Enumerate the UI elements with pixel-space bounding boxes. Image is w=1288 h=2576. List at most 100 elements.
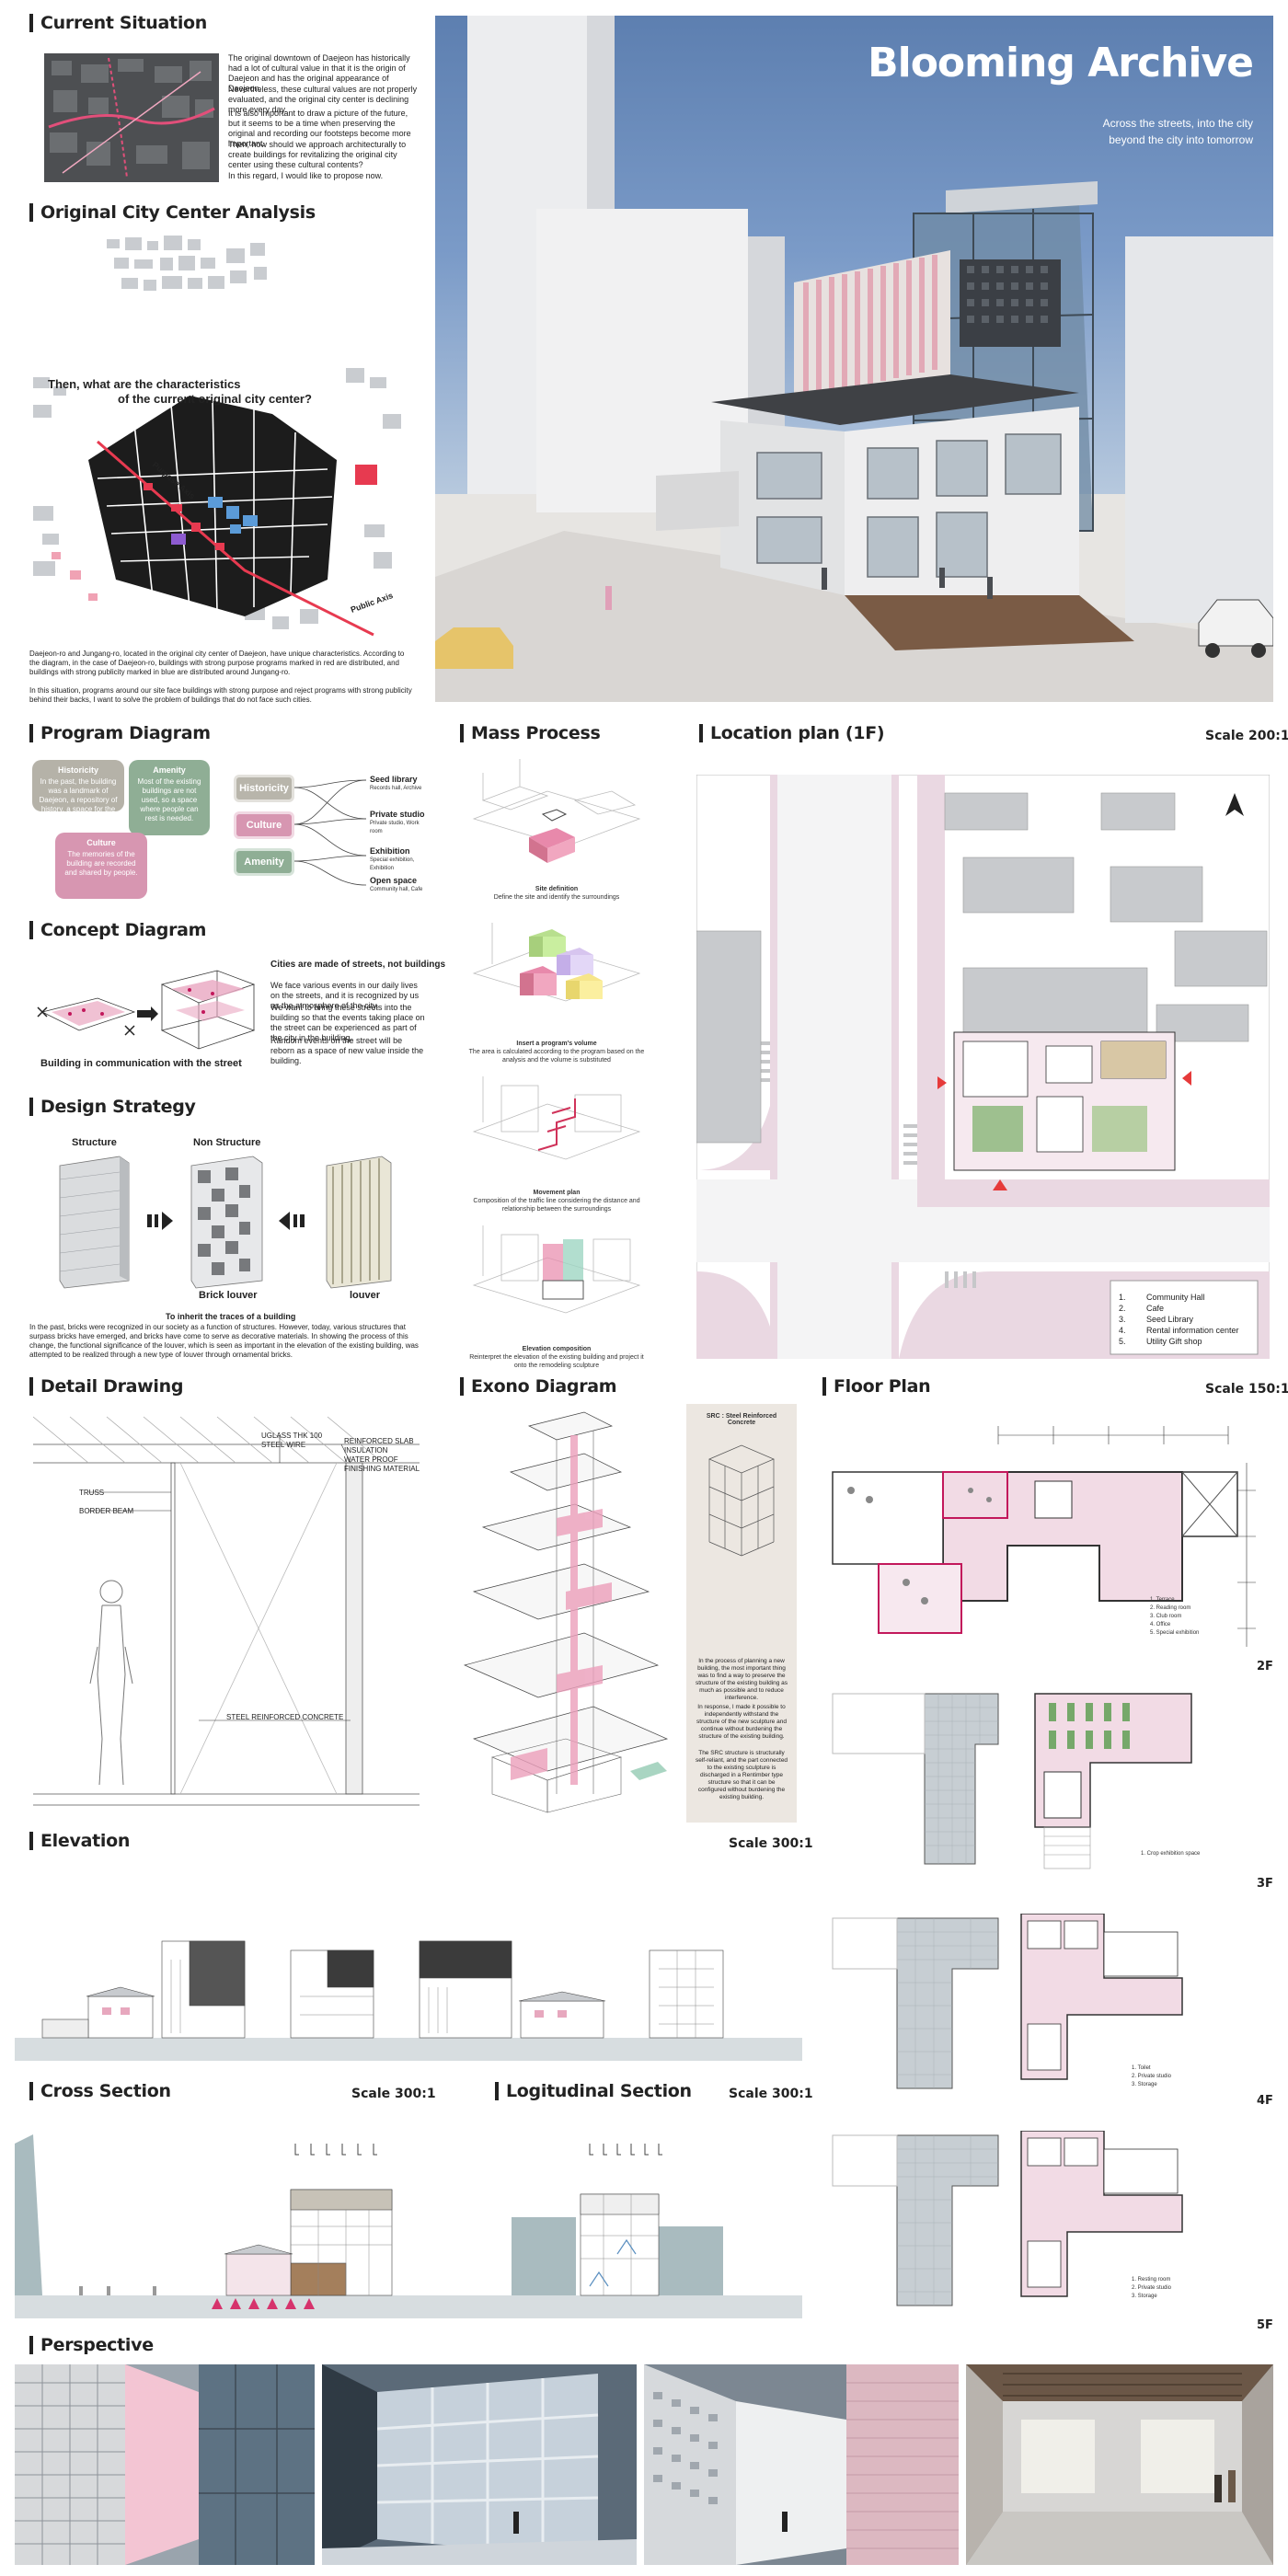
hero-render: Blooming Archive Across the streets, int…	[435, 16, 1273, 702]
legend-number-1: 1.	[1119, 1293, 1126, 1302]
floor-2f-legend-5: 5. Special exhibition	[1150, 1630, 1200, 1636]
section-title-city-analysis: Original City Center Analysis	[29, 202, 316, 223]
program-card-amenity-text: Most of the existing buildings are not u…	[137, 777, 201, 822]
legend-rental-center: Rental information center	[1146, 1326, 1239, 1335]
mass-step-2-diagram	[472, 923, 641, 1002]
location-legend: 1.Community Hall 2.Cafe 3.Seed Library 4…	[1119, 1292, 1239, 1347]
hero-building-illustration	[435, 16, 1273, 702]
legend-number-2: 2.	[1119, 1304, 1126, 1313]
floor-2f-legend-1: 1. Terrace	[1150, 1597, 1175, 1603]
cross-section-drawing	[15, 2134, 420, 2318]
section-title-design-strategy: Design Strategy	[29, 1097, 196, 1117]
program-result-open-space-sub: Community hall, Cafe	[370, 887, 423, 892]
exono-structure-grid	[708, 1444, 775, 1557]
strategy-label-non-structure: Non Structure	[193, 1137, 261, 1148]
legend-seed-library: Seed Library	[1146, 1315, 1194, 1324]
program-result-open-space: Open space	[370, 876, 418, 885]
floor-label-5f: 5F	[1257, 2318, 1273, 2332]
detail-annot-wire: STEEL WIRE	[261, 1441, 306, 1449]
cross-section-scale: Scale 300:1	[351, 2087, 436, 2101]
current-para-3: It is also important to draw a picture o…	[228, 109, 411, 148]
floor-3f-legend: 1. Crop exhibition space	[1141, 1851, 1201, 1857]
elevation-scale: Scale 300:1	[729, 1836, 813, 1851]
program-result-private-studio: Private studio	[370, 810, 425, 819]
floor-label-2f: 2F	[1257, 1660, 1273, 1673]
program-links	[294, 779, 367, 886]
exono-para-2: In response, I made it possible to indep…	[696, 1704, 787, 1740]
floor-2f-legend-2: 2. Reading room	[1150, 1605, 1191, 1611]
location-scale: Scale 200:1	[1205, 729, 1288, 743]
legend-number-5: 5.	[1119, 1337, 1126, 1346]
program-result-seed-library: Seed library	[370, 775, 418, 784]
legend-number-4: 4.	[1119, 1326, 1126, 1335]
exploded-axonometric-diagram	[463, 1411, 669, 1813]
floor-5f-legend: 1. Resting room 2. Private studio 3. Sto…	[1132, 2276, 1171, 2301]
floor-5f-legend-2: 2. Private studio	[1132, 2285, 1172, 2291]
program-tag-culture: Culture	[234, 811, 294, 839]
floor-plan-2f	[832, 1426, 1256, 1647]
exono-src-title: SRC : Steel Reinforced Concrete	[706, 1413, 777, 1426]
section-title-current-situation: Current Situation	[29, 13, 207, 33]
perspective-render-2	[322, 2364, 637, 2565]
floor-2f-legend-4: 4. Office	[1150, 1622, 1171, 1627]
perspective-render-1-art	[15, 2364, 315, 2565]
current-para-5: In this regard, I would like to propose …	[228, 171, 384, 180]
exono-info-panel: SRC : Steel Reinforced Concrete In the p…	[686, 1404, 797, 1823]
strategy-blocks	[59, 1156, 392, 1289]
strategy-label-structure: Structure	[72, 1137, 117, 1148]
program-result-seed-library-sub: Records hall, Archive	[370, 786, 422, 791]
perspective-render-3-art	[644, 2364, 959, 2565]
concept-para-3: Random events on the street will be rebo…	[270, 1036, 424, 1065]
floor-2f-legend: 1. Terrace 2. Reading room 3. Club room …	[1150, 1596, 1199, 1638]
detail-section-drawing	[33, 1416, 420, 1806]
mass-step-3-diagram	[472, 1076, 641, 1160]
detail-annot-truss: TRUSS	[79, 1489, 105, 1497]
concept-heading: Cities are made of streets, not building…	[270, 960, 446, 970]
location-site-plan	[696, 775, 1270, 1359]
detail-annot-border-beam: BORDER BEAM	[79, 1507, 134, 1515]
legend-number-3: 3.	[1119, 1315, 1126, 1324]
city-aerial-map	[44, 53, 219, 182]
floor-plan-5f	[832, 2131, 1183, 2306]
strategy-para: In the past, bricks were recognized in o…	[29, 1323, 419, 1359]
perspective-render-4-art	[966, 2364, 1273, 2565]
section-title-mass-process: Mass Process	[460, 723, 601, 743]
current-para-4: Then, how should we approach architectur…	[228, 140, 407, 169]
current-para-2: Nevertheless, these cultural values are …	[228, 85, 418, 114]
legend-cafe: Cafe	[1146, 1304, 1165, 1313]
exono-para-1: In the process of planning a new buildin…	[695, 1658, 788, 1701]
floor-plan-4f	[832, 1914, 1183, 2089]
section-title-concept-diagram: Concept Diagram	[29, 920, 206, 940]
current-para-1: The original downtown of Daejeon has his…	[228, 53, 410, 93]
city-figure-ground-map	[33, 230, 410, 644]
strategy-caption-brick-louver: Brick louver	[199, 1290, 258, 1301]
mass-step-1-diagram	[472, 759, 641, 863]
section-title-program-diagram: Program Diagram	[29, 723, 211, 743]
street-elevation-drawing	[15, 1940, 802, 2061]
perspective-render-4	[966, 2364, 1273, 2565]
analysis-question-line-1: Then, what are the characteristics	[48, 377, 241, 391]
section-title-perspective: Perspective	[29, 2335, 154, 2355]
analysis-question-line-2: of the current original city center?	[118, 392, 312, 406]
mass-step-3-title: Movement plan	[533, 1190, 581, 1196]
section-title-floor-plan: Floor Plan	[822, 1376, 931, 1397]
strategy-caption-louver: louver	[350, 1290, 381, 1301]
floor-5f-legend-1: 1. Resting room	[1132, 2277, 1171, 2283]
strategy-heading: To inherit the traces of a building	[166, 1312, 296, 1321]
mass-step-1-title: Site definition	[535, 886, 579, 892]
program-card-culture-text: The memories of the building are recorde…	[64, 850, 138, 877]
detail-annot-finishing: FINISHING MATERIAL	[344, 1465, 420, 1473]
detail-annot-glass: UGLASS THK 100	[261, 1432, 323, 1440]
mass-step-3-text: Composition of the traffic line consider…	[473, 1198, 640, 1213]
concept-street-diagram	[37, 970, 256, 1050]
floor-4f-legend-2: 2. Private studio	[1132, 2074, 1172, 2079]
floor-label-4f: 4F	[1257, 2094, 1273, 2108]
mass-step-2-title: Insert a program's volume	[516, 1041, 597, 1047]
program-card-culture-title: Culture	[86, 838, 116, 847]
section-title-elevation: Elevation	[29, 1831, 130, 1851]
concept-para-2: We want to bring these streets into the …	[270, 1003, 425, 1042]
floor-label-3f: 3F	[1257, 1877, 1273, 1891]
hero-subtitle-1: Across the streets, into the city	[1102, 117, 1253, 130]
program-tag-amenity: Amenity	[234, 848, 294, 876]
floor-4f-legend-1: 1. Toilet	[1132, 2065, 1151, 2071]
